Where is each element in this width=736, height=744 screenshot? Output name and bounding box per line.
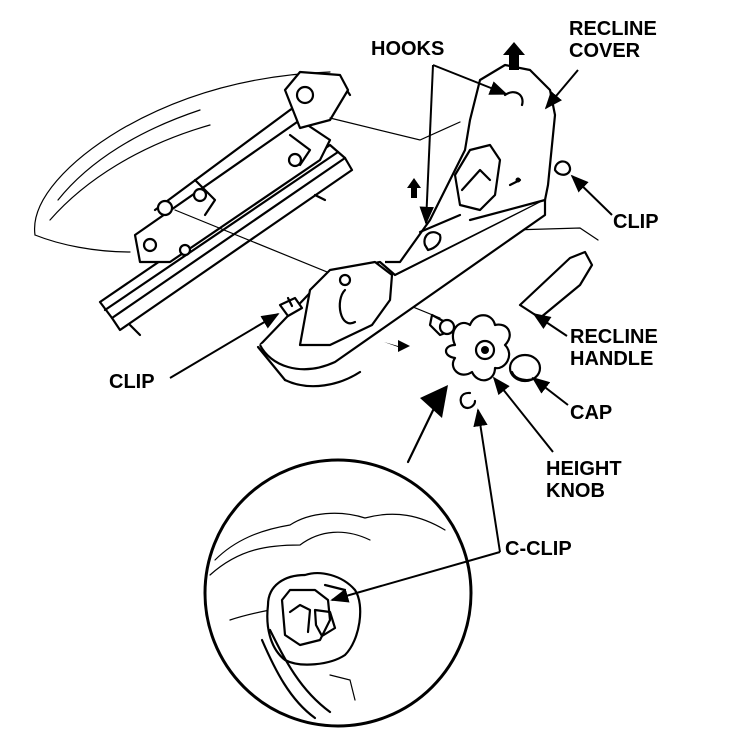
detail-pointer-arrow xyxy=(406,385,448,464)
clip-right-part xyxy=(553,160,572,176)
seat-side-cover xyxy=(256,63,557,388)
clip-right-label: CLIP xyxy=(613,211,659,233)
recline-cover-label: RECLINE COVER xyxy=(569,18,657,62)
detail-magnifier xyxy=(203,458,473,728)
leader-lines xyxy=(169,64,613,603)
clip-left-label: CLIP xyxy=(109,371,155,393)
c-clip-part xyxy=(459,391,477,409)
height-knob-part xyxy=(444,314,511,382)
clip-left-part xyxy=(278,296,304,318)
c-clip-label: C-CLIP xyxy=(505,538,572,560)
height-knob-label: HEIGHT KNOB xyxy=(546,458,622,502)
seat-cushion xyxy=(34,71,331,253)
screw xyxy=(428,313,456,337)
cap-label: CAP xyxy=(570,402,613,424)
recline-handle-part xyxy=(518,250,594,320)
cap-part xyxy=(508,353,542,383)
recline-handle-label: RECLINE HANDLE xyxy=(570,326,658,370)
hooks-label: HOOKS xyxy=(371,38,445,60)
seat-rail xyxy=(98,70,354,337)
